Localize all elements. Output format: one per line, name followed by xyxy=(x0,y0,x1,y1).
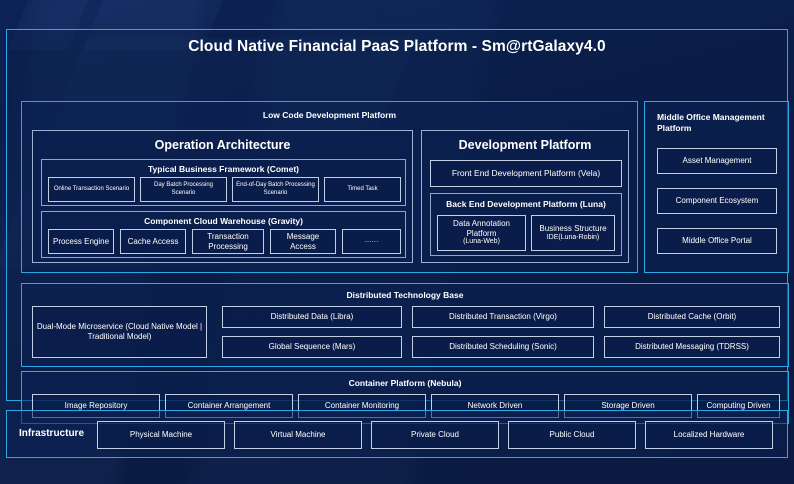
chip-virtual-machine[interactable]: Virtual Machine xyxy=(234,421,362,449)
chip-distributed-messaging[interactable]: Distributed Messaging (TDRSS) xyxy=(604,336,780,358)
main-platform-panel: Cloud Native Financial PaaS Platform - S… xyxy=(6,29,789,424)
middle-office-title: Middle Office Management Platform xyxy=(657,112,765,134)
chip-private-cloud[interactable]: Private Cloud xyxy=(371,421,499,449)
low-code-development-platform-panel: Low Code Development Platform Operation … xyxy=(21,101,638,273)
chip-global-sequence[interactable]: Global Sequence (Mars) xyxy=(222,336,402,358)
typical-business-framework-group: Typical Business Framework (Comet) Onlin… xyxy=(41,159,406,206)
chip-distributed-cache[interactable]: Distributed Cache (Orbit) xyxy=(604,306,780,328)
chip-data-annotation-sub: (Luna-Web) xyxy=(463,238,500,246)
chip-component-ecosystem[interactable]: Component Ecosystem xyxy=(657,188,777,214)
chip-distributed-data[interactable]: Distributed Data (Libra) xyxy=(222,306,402,328)
comet-title: Typical Business Framework (Comet) xyxy=(148,164,299,174)
chip-distributed-transaction[interactable]: Distributed Transaction (Virgo) xyxy=(412,306,594,328)
component-cloud-warehouse-group: Component Cloud Warehouse (Gravity) Proc… xyxy=(41,211,406,258)
chip-message-access[interactable]: Message Access xyxy=(270,229,336,254)
chip-business-structure-ide[interactable]: Business Structure IDE(Luna-Robin) xyxy=(531,215,615,251)
operation-architecture-title: Operation Architecture xyxy=(154,138,291,152)
chip-asset-management[interactable]: Asset Management xyxy=(657,148,777,174)
chip-public-cloud[interactable]: Public Cloud xyxy=(508,421,636,449)
operation-architecture-group: Operation Architecture Typical Business … xyxy=(32,130,413,263)
middle-office-management-panel: Middle Office Management Platform Asset … xyxy=(644,101,789,273)
chip-transaction-processing[interactable]: Transaction Processing xyxy=(192,229,264,254)
infrastructure-panel: Infrastructure Physical Machine Virtual … xyxy=(6,410,788,458)
chip-localized-hardware[interactable]: Localized Hardware xyxy=(645,421,773,449)
chip-front-end-development-platform[interactable]: Front End Development Platform (Vela) xyxy=(430,160,622,187)
chip-data-annotation-platform[interactable]: Data Annotation Platform (Luna-Web) xyxy=(437,215,526,251)
chip-end-of-day-batch-processing-scenario[interactable]: End-of-Day Batch Processing Scenario xyxy=(232,177,319,202)
back-end-development-platform-group: Back End Development Platform (Luna) Dat… xyxy=(430,193,622,256)
distributed-technology-base-title: Distributed Technology Base xyxy=(346,290,464,300)
chip-data-annotation-main: Data Annotation Platform xyxy=(453,218,510,238)
chip-distributed-scheduling[interactable]: Distributed Scheduling (Sonic) xyxy=(412,336,594,358)
chip-more-ellipsis[interactable]: …… xyxy=(342,229,401,254)
distributed-technology-base-panel: Distributed Technology Base Dual-Mode Mi… xyxy=(21,283,789,367)
gravity-title: Component Cloud Warehouse (Gravity) xyxy=(144,216,303,226)
back-end-title: Back End Development Platform (Luna) xyxy=(446,199,606,209)
page-title: Cloud Native Financial PaaS Platform - S… xyxy=(188,38,606,55)
chip-middle-office-portal[interactable]: Middle Office Portal xyxy=(657,228,777,254)
chip-timed-task[interactable]: Timed Task xyxy=(324,177,401,202)
low-code-platform-title: Low Code Development Platform xyxy=(262,110,397,120)
container-platform-title: Container Platform (Nebula) xyxy=(348,378,462,388)
chip-physical-machine[interactable]: Physical Machine xyxy=(97,421,225,449)
chip-dual-mode-microservice[interactable]: Dual-Mode Microservice (Cloud Native Mod… xyxy=(32,306,207,358)
infrastructure-label: Infrastructure xyxy=(19,428,85,439)
chip-online-transaction-scenario[interactable]: Online Transaction Scenario xyxy=(48,177,135,202)
chip-business-structure-sub: IDE(Luna-Robin) xyxy=(546,233,600,241)
development-platform-group: Development Platform Front End Developme… xyxy=(421,130,629,263)
chip-cache-access[interactable]: Cache Access xyxy=(120,229,186,254)
development-platform-title: Development Platform xyxy=(458,138,592,152)
chip-process-engine[interactable]: Process Engine xyxy=(48,229,114,254)
chip-business-structure-main: Business Structure xyxy=(539,223,607,233)
chip-day-batch-processing-scenario[interactable]: Day Batch Processing Scenario xyxy=(140,177,227,202)
